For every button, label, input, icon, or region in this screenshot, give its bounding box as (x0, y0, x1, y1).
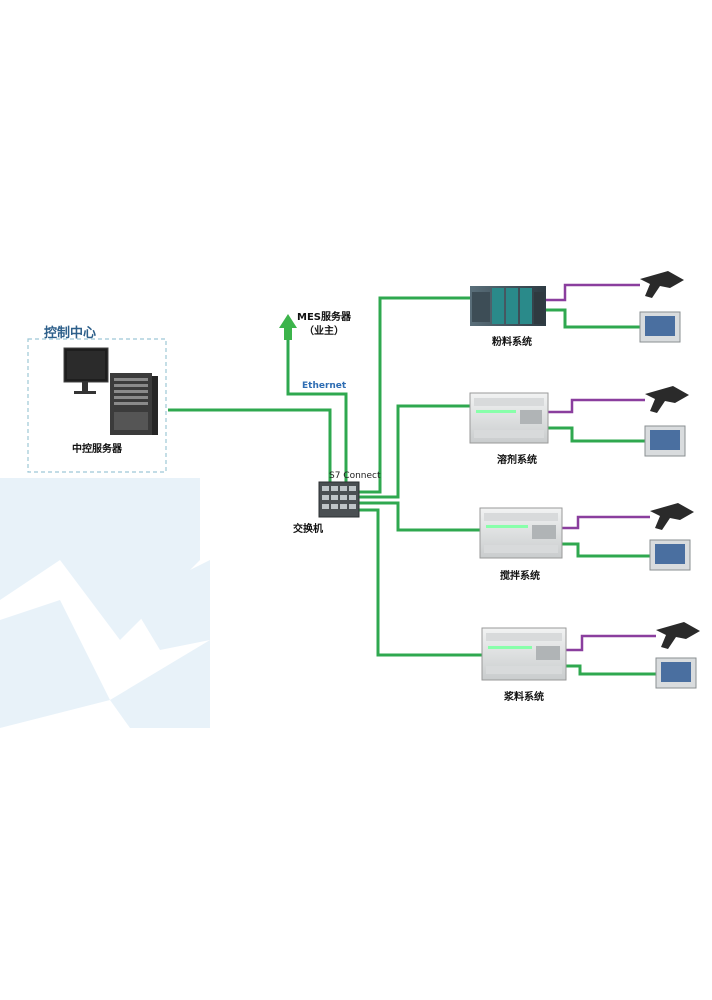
monitor-icon (63, 347, 109, 394)
link-solvent-scanner (548, 398, 645, 414)
s7-connect-label: S7 Connect (329, 471, 381, 481)
control-center-title: 控制中心 (44, 326, 97, 341)
switch-icon (318, 481, 360, 518)
network-links (168, 296, 656, 676)
subsystem-label-solvent: 溶剂系统 (497, 455, 537, 466)
hmi-panel-icon (639, 311, 697, 689)
ethernet-label: Ethernet (302, 381, 347, 391)
link-slurry (358, 508, 482, 657)
link-mixing-scanner (562, 515, 650, 530)
link-ethernet-mes (286, 338, 348, 482)
link-powder-hmi (545, 308, 640, 329)
scanner-links (545, 283, 656, 652)
link-mixing-hmi (562, 542, 650, 558)
mes-server-label: MES服务器 （业主） (297, 311, 351, 339)
plc-compact-icon-mixing (479, 507, 563, 559)
background-watermark (0, 478, 210, 728)
link-slurry-hmi (566, 664, 656, 676)
server-label: 中控服务器 (72, 444, 122, 455)
mes-line1: MES服务器 (297, 312, 351, 323)
plc-rack-icon (470, 286, 546, 326)
plc-compact-icon-solvent (469, 392, 549, 444)
subsystem-label-mixing: 搅拌系统 (500, 571, 540, 582)
control-center-box (27, 338, 167, 473)
link-mixing (358, 501, 480, 532)
link-powder-scanner (545, 283, 640, 302)
server-tower-icon (110, 373, 158, 435)
mes-arrow-icon (279, 314, 297, 340)
barcode-scanner-icon (640, 271, 700, 649)
subsystem-label-slurry: 浆料系统 (504, 692, 544, 703)
link-slurry-scanner (566, 634, 656, 652)
plc-compact-icon-slurry (481, 627, 567, 681)
link-solvent (358, 404, 470, 499)
mes-line2: （业主） (303, 326, 344, 337)
link-powder (358, 296, 472, 494)
subsystem-label-powder: 粉料系统 (492, 337, 532, 348)
link-solvent-hmi (548, 426, 645, 443)
switch-label: 交换机 (293, 524, 323, 535)
link-server-switch (168, 408, 332, 482)
